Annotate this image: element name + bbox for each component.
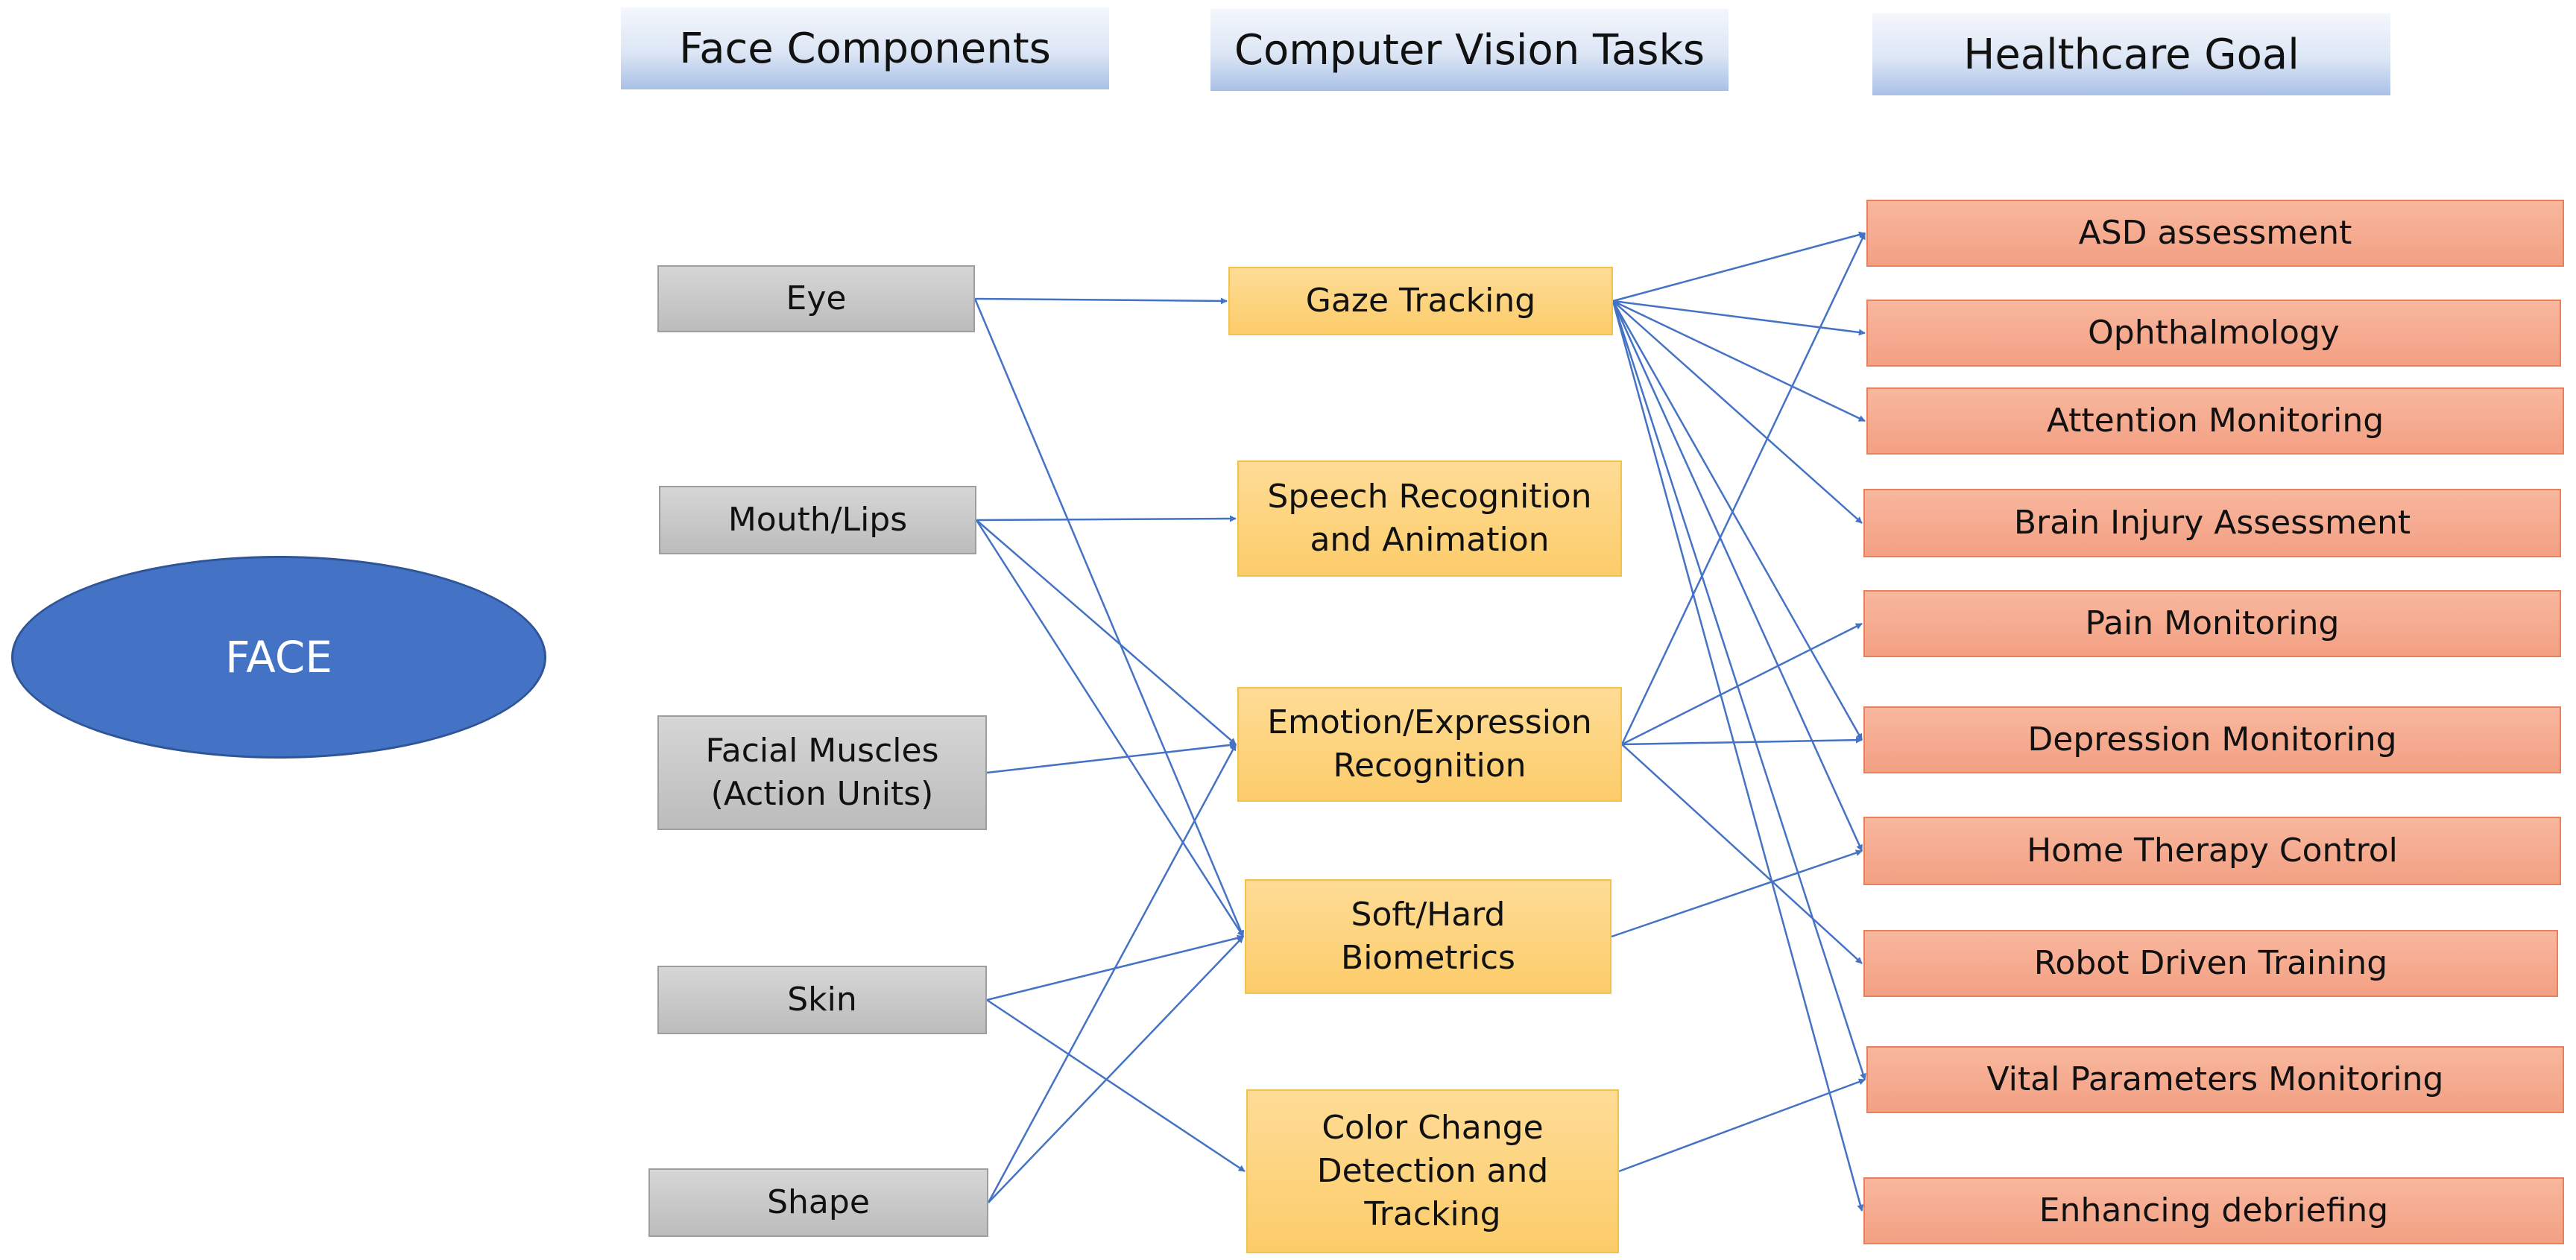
face-ellipse: FACE — [11, 556, 546, 759]
task-gaze-tracking: Gaze Tracking — [1228, 267, 1613, 335]
task-emotion-recognition: Emotion/Expression Recognition — [1237, 687, 1622, 802]
component-facial-muscles: Facial Muscles (Action Units) — [657, 715, 987, 830]
edge-gaze-to-debriefing — [1611, 300, 1864, 1212]
edge-biometrics-to-therapy — [1611, 849, 1863, 938]
edge-gaze-to-depression — [1611, 300, 1863, 741]
header-computer-vision-tasks: Computer Vision Tasks — [1210, 9, 1729, 91]
edge-eye-to-biometrics — [973, 298, 1245, 937]
component-skin: Skin — [657, 966, 987, 1034]
goal-vital-parameters-monitoring: Vital Parameters Monitoring — [1866, 1046, 2564, 1113]
goal-robot-driven-training: Robot Driven Training — [1863, 930, 2558, 997]
goal-asd-assessment: ASD assessment — [1866, 200, 2564, 267]
edge-shape-to-biometrics — [988, 936, 1244, 1203]
task-biometrics: Soft/Hard Biometrics — [1245, 879, 1611, 994]
edge-muscles-to-emotion — [986, 741, 1237, 774]
goal-ophthalmology: Ophthalmology — [1866, 300, 2561, 367]
goal-brain-injury-assessment: Brain Injury Assessment — [1863, 489, 2561, 557]
edge-emotion-to-robot — [1621, 744, 1863, 964]
edge-shape-to-emotion — [987, 744, 1237, 1203]
edge-eye-to-gaze — [974, 297, 1228, 305]
goal-pain-monitoring: Pain Monitoring — [1863, 590, 2561, 657]
header-face-components: Face Components — [621, 7, 1109, 89]
goal-enhancing-debriefing: Enhancing debriefing — [1863, 1177, 2564, 1244]
component-mouth-lips: Mouth/Lips — [659, 486, 976, 554]
edge-gaze-to-asd — [1612, 231, 1866, 303]
edge-gaze-to-ophthalmology — [1612, 300, 1866, 336]
edge-emotion-to-asd — [1620, 232, 1866, 745]
edge-emotion-to-pain — [1621, 622, 1863, 746]
task-color-change-detection: Color Change Detection and Tracking — [1246, 1089, 1619, 1253]
edge-mouth-to-biometrics — [975, 519, 1245, 937]
component-eye: Eye — [657, 265, 975, 332]
header-healthcare-goal: Healthcare Goal — [1872, 13, 2390, 95]
goal-home-therapy-control: Home Therapy Control — [1863, 817, 2561, 885]
edge-color-to-vital — [1618, 1078, 1866, 1173]
task-speech-recognition: Speech Recognition and Animation — [1237, 460, 1622, 577]
edge-gaze-to-vital — [1611, 300, 1866, 1080]
edge-gaze-to-brain — [1612, 300, 1863, 524]
edge-gaze-to-therapy — [1611, 300, 1863, 852]
edge-emotion-to-depression — [1621, 736, 1863, 746]
edge-gaze-to-attention — [1612, 300, 1866, 422]
edge-skin-to-color — [986, 998, 1246, 1173]
goal-attention-monitoring: Attention Monitoring — [1866, 387, 2564, 455]
component-shape: Shape — [648, 1168, 988, 1237]
edge-mouth-to-speech — [976, 515, 1237, 522]
face-label: FACE — [225, 632, 332, 683]
goal-depression-monitoring: Depression Monitoring — [1863, 706, 2561, 773]
edge-mouth-to-emotion — [976, 519, 1237, 745]
